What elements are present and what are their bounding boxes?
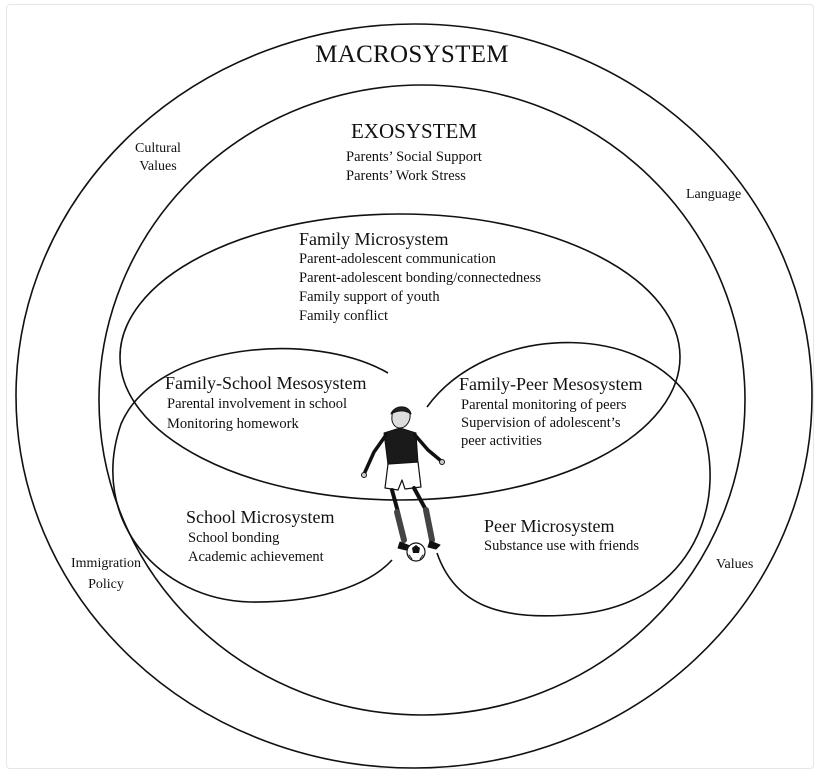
immigration-policy-label-line2: Policy [88, 577, 124, 592]
language-label: Language [686, 187, 741, 202]
macrosystem-title: MACROSYSTEM [315, 41, 509, 68]
family-peer-mesosystem-item: peer activities [461, 433, 542, 449]
family-microsystem-title: Family Microsystem [299, 229, 449, 249]
exosystem-title: EXOSYSTEM [351, 119, 477, 143]
cultural-values-label-line1: Cultural [135, 141, 181, 156]
immigration-policy-label-line1: Immigration [71, 556, 141, 571]
family-peer-mesosystem-title: Family-Peer Mesosystem [459, 374, 642, 394]
macrosystem-ring [15, 23, 813, 769]
school-microsystem-title: School Microsystem [186, 507, 335, 527]
family-microsystem-item: Family support of youth [299, 289, 440, 305]
family-school-mesosystem-item: Monitoring homework [167, 416, 299, 432]
family-school-mesosystem-title: Family-School Mesosystem [165, 373, 367, 393]
family-microsystem-ellipse [119, 213, 681, 501]
family-microsystem-item: Family conflict [299, 308, 388, 324]
family-peer-mesosystem-item: Parental monitoring of peers [461, 397, 627, 413]
family-school-mesosystem-item: Parental involvement in school [167, 396, 347, 412]
school-microsystem-item: School bonding [188, 530, 279, 546]
school-microsystem-lobe [112, 347, 393, 603]
peer-microsystem-item: Substance use with friends [484, 538, 639, 554]
family-microsystem-item: Parent-adolescent bonding/connectedness [299, 270, 541, 286]
school-microsystem-item: Academic achievement [188, 549, 324, 565]
family-microsystem-item: Parent-adolescent communication [299, 251, 497, 267]
soccer-player-icon [361, 406, 445, 562]
exosystem-ring [98, 84, 746, 716]
exosystem-item: Parents’ Work Stress [346, 168, 466, 184]
cultural-values-label-line2: Values [139, 159, 176, 174]
values-label: Values [716, 557, 753, 572]
peer-microsystem-lobe [426, 341, 711, 617]
peer-microsystem-title: Peer Microsystem [484, 516, 614, 536]
exosystem-item: Parents’ Social Support [346, 149, 482, 165]
family-peer-mesosystem-item: Supervision of adolescent’s [461, 415, 621, 431]
